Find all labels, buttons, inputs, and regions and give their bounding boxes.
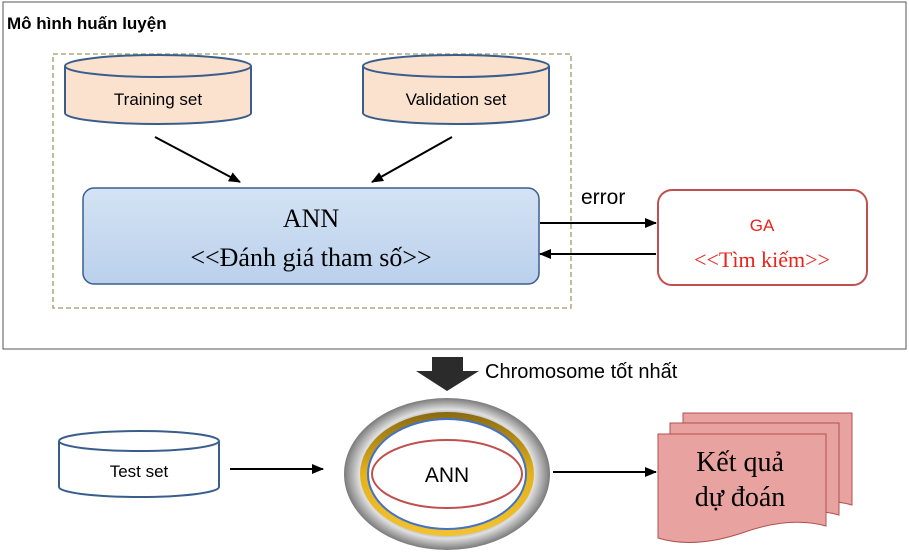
ga-title: GA xyxy=(750,216,775,235)
validation-to-ann-arrow xyxy=(371,136,453,183)
result-line2: dự đoán xyxy=(695,482,786,513)
result-line1: Kết quả xyxy=(696,447,784,478)
result-document-stack: Kết quả dự đoán xyxy=(657,412,853,543)
down-arrow-icon xyxy=(416,357,479,391)
test-set-label: Test set xyxy=(110,462,169,481)
test-set-cylinder: Test set xyxy=(58,430,220,498)
ann-title: ANN xyxy=(283,204,340,233)
validation-set-cylinder: Validation set xyxy=(362,54,550,125)
dashed-group-border xyxy=(52,53,572,309)
panel-title: Mô hình huấn luyện xyxy=(7,14,167,33)
validation-set-label: Validation set xyxy=(406,90,507,109)
ga-subtitle: <<Tìm kiếm>> xyxy=(694,247,830,272)
training-set-label: Training set xyxy=(114,90,202,109)
ann-subtitle: <<Đánh giá tham số>> xyxy=(190,243,431,272)
error-label: error xyxy=(581,186,625,209)
best-chromosome-label: Chromosome tốt nhất xyxy=(485,361,678,383)
ann-evaluation-box: ANN <<Đánh giá tham số>> xyxy=(82,187,540,285)
ann-label: ANN xyxy=(425,464,469,487)
training-set-cylinder: Training set xyxy=(64,54,252,125)
training-to-ann-arrow xyxy=(154,136,241,183)
ga-search-box: GA <<Tìm kiếm>> xyxy=(657,189,868,286)
ann-ring: ANN xyxy=(344,398,550,550)
